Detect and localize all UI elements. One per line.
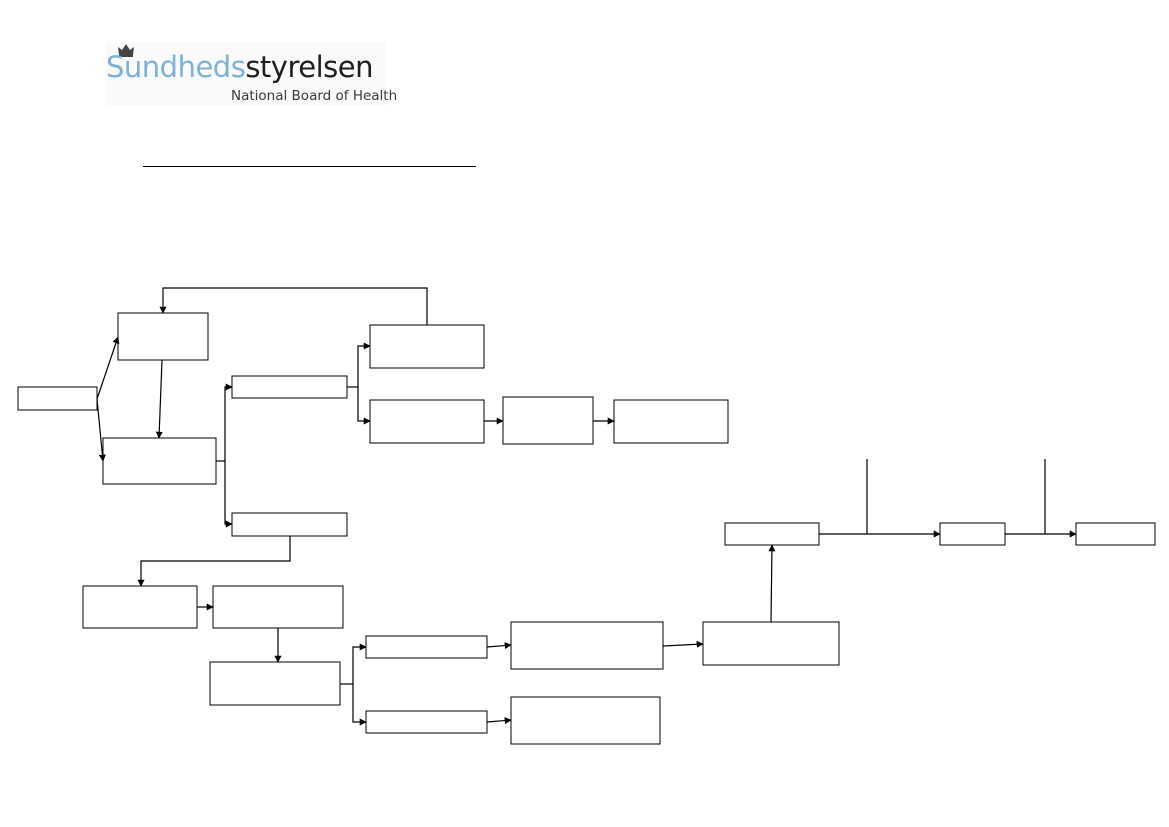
connector-loop-back [159,287,428,325]
node-split-bottom [365,710,488,734]
node-branch-top [231,375,348,399]
logo-text-light: Sundheds [106,50,246,84]
node-upper-a [117,312,209,361]
connector-merge-up [768,544,776,623]
connector-branch-bottom-down [137,536,291,587]
node-result-top [510,621,664,670]
node-mid-right-2 [502,396,594,445]
logo-wordmark: Sundhedsstyrelsen [106,50,373,84]
node-merge [702,621,840,666]
connector-fork-top [224,383,233,461]
connector-start-upper [96,336,120,400]
connector-split-top [352,643,367,684]
connector-fork-bottom [224,461,233,528]
connector-to-mid-right [357,387,371,425]
logo-text-dark: styrelsen [245,50,373,84]
connector-split-bottom [352,684,367,726]
node-branch-bottom [231,512,348,537]
node-lower-left-2 [212,585,344,629]
connector-start-lower [96,398,106,462]
node-split-top [365,635,488,659]
node-start [17,386,98,411]
connector-upper-to-lower [155,359,163,439]
node-lower-a [102,437,217,485]
node-rise [724,522,820,546]
node-top-right-1 [369,324,485,369]
node-lower-left-1 [82,585,198,629]
node-mid-right-3 [613,399,729,444]
node-mid-right-1 [369,399,485,444]
node-result-bottom [510,696,661,745]
connector-result-to-merge [662,640,704,648]
node-chain-3 [1075,522,1156,546]
connectors [96,287,1077,726]
node-chain-2 [939,522,1006,546]
logo-subtitle: National Board of Health [231,88,398,104]
crown-icon [118,44,134,57]
connector-split-bottom-result [486,717,512,725]
node-lower-center [209,661,341,706]
title-underline [143,166,476,167]
header-logo: Sundhedsstyrelsen National Board of Heal… [106,42,397,106]
connector-split-top-result [486,642,512,650]
connector-to-top-right [357,342,371,387]
